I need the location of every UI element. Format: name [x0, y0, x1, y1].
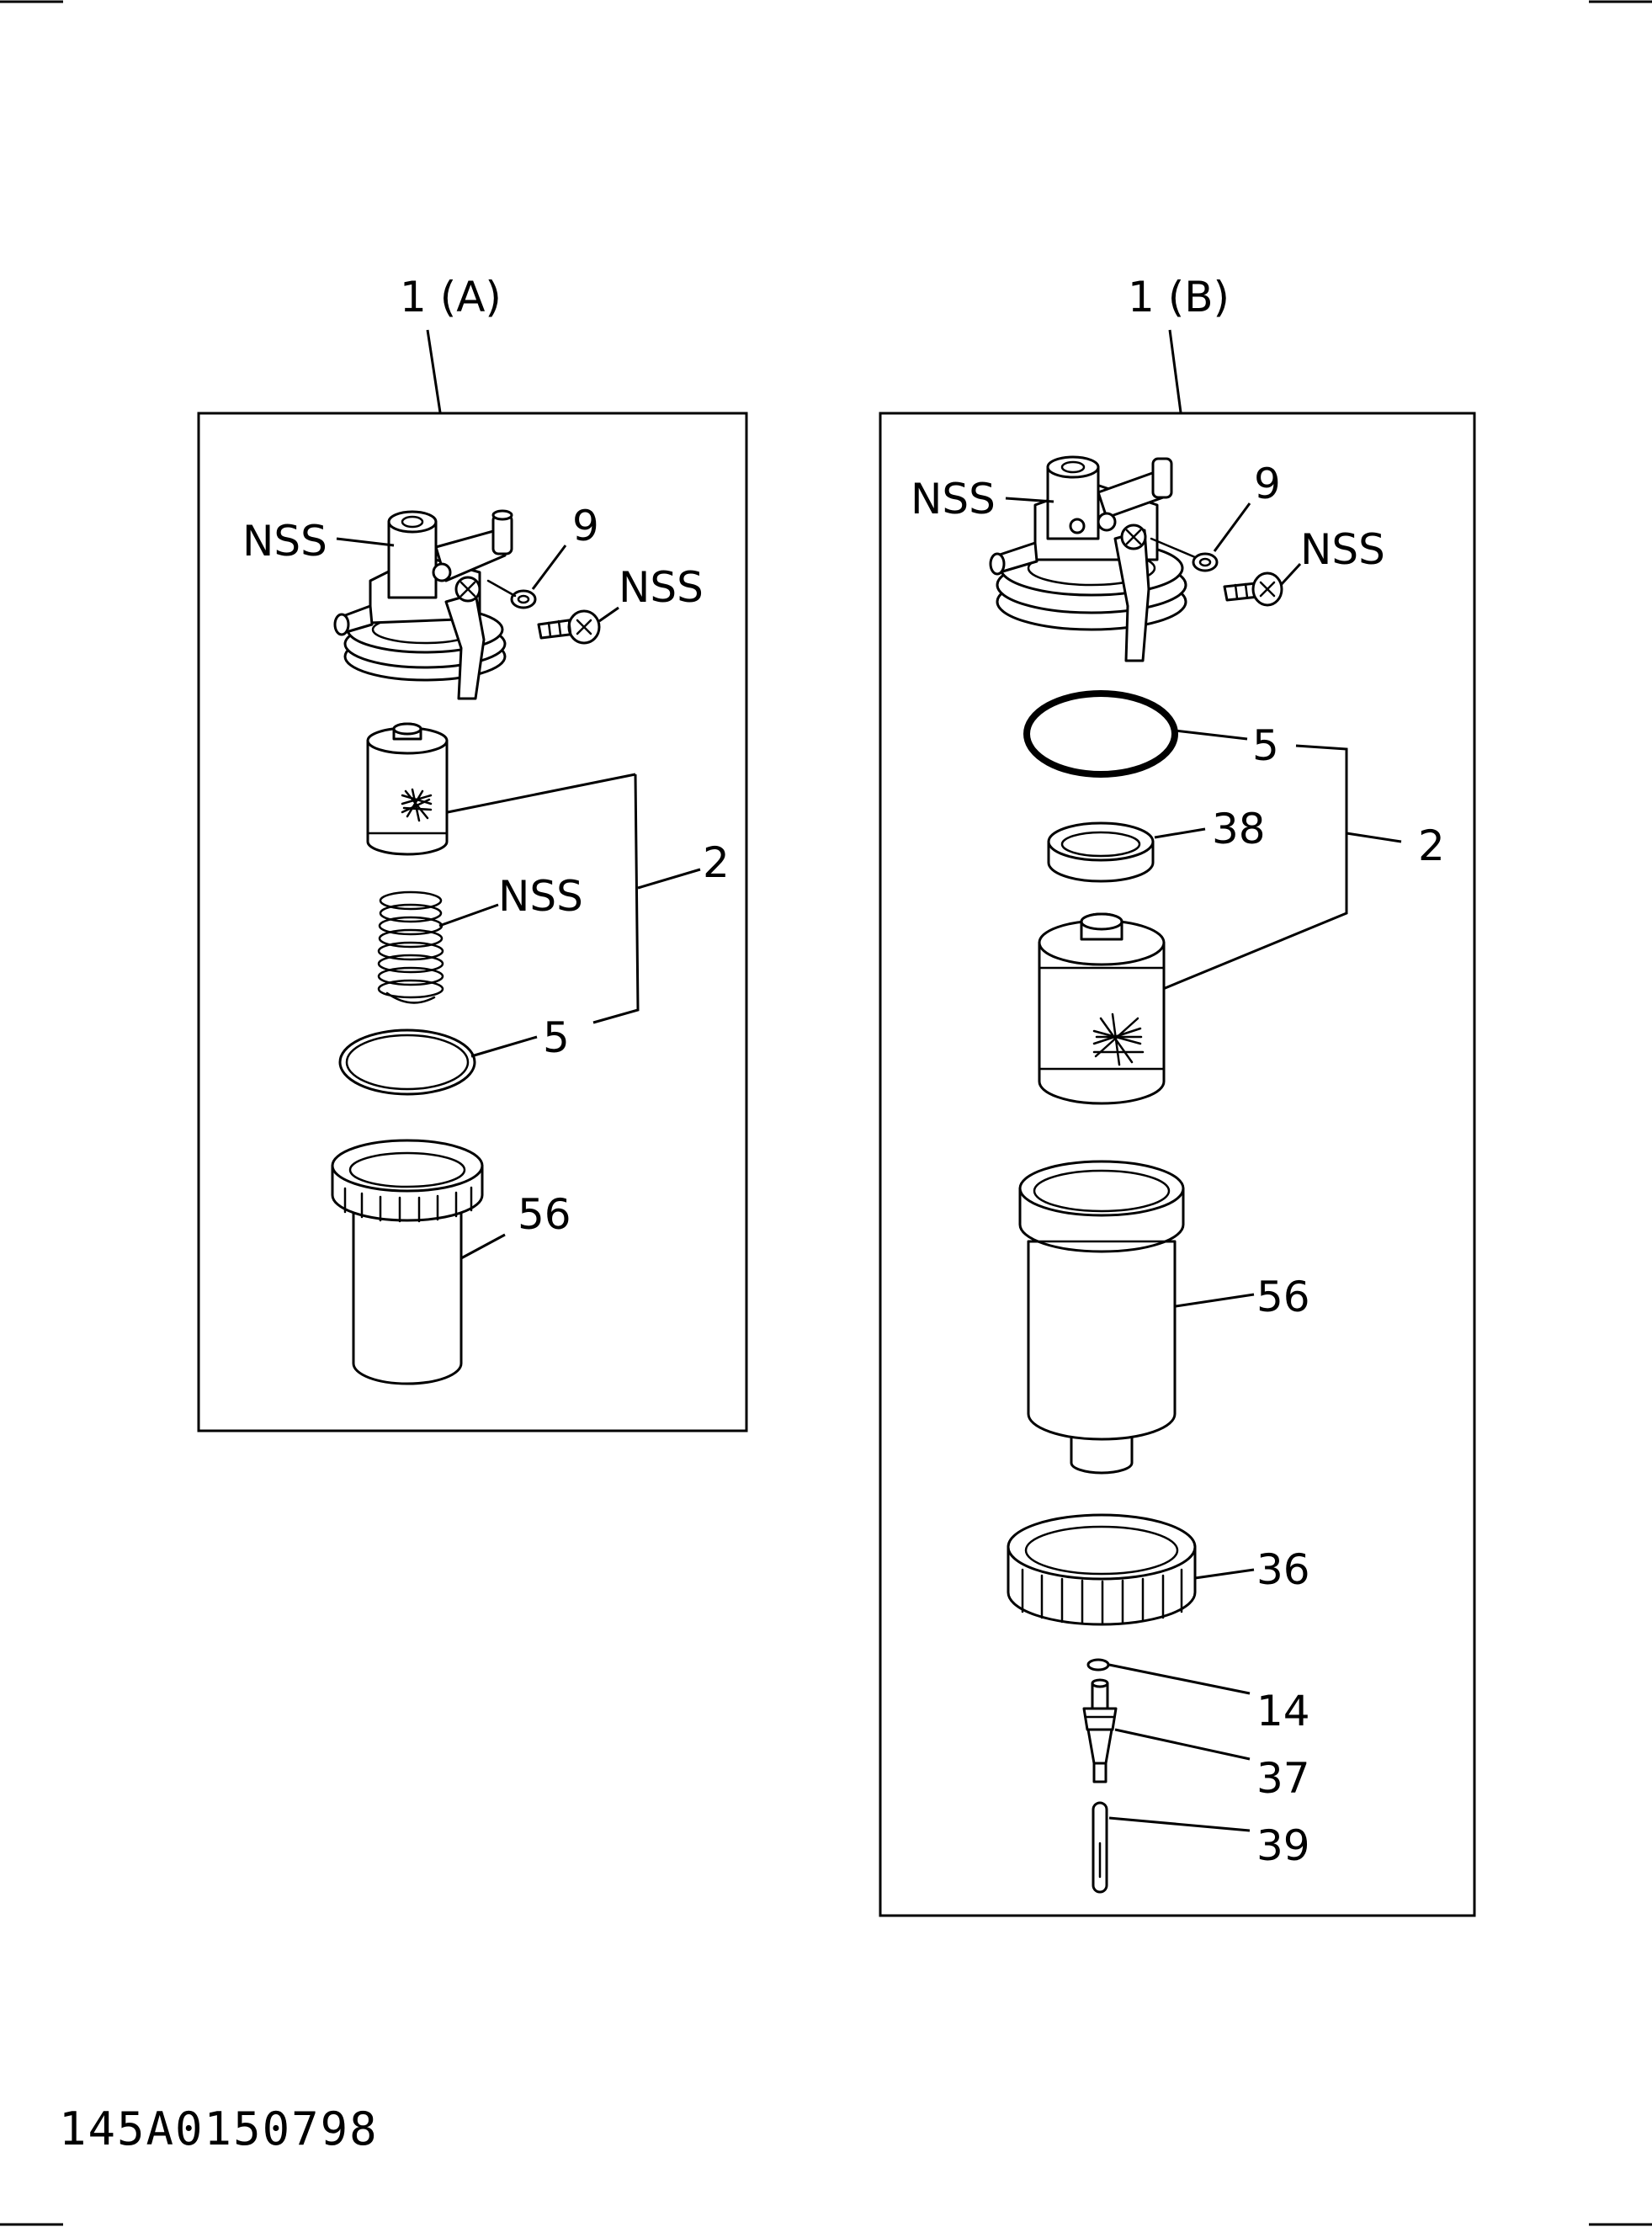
label-a-head-nss: NSS	[242, 517, 327, 566]
oring-b	[1023, 690, 1178, 778]
label-a-bowl: 56	[518, 1190, 571, 1239]
filter-head-a	[333, 509, 513, 700]
ring-b	[1047, 821, 1155, 883]
label-a-oring: 5	[543, 1013, 570, 1062]
washer-b	[1192, 552, 1219, 572]
washer-a	[510, 589, 537, 609]
label-b-screw-nss: NSS	[1300, 525, 1385, 574]
panel-a-frame	[197, 412, 748, 1432]
filter-element-b	[1038, 912, 1166, 1105]
label-b-head-nss: NSS	[911, 475, 996, 524]
pin-b	[1092, 1801, 1108, 1894]
screw-b	[1223, 571, 1283, 607]
label-a-kit: 2	[703, 838, 730, 887]
panel-b-title: 1 (B)	[1128, 273, 1230, 322]
label-b-kit: 2	[1418, 821, 1445, 870]
label-a-spring-nss: NSS	[498, 872, 583, 921]
oring-a	[338, 1028, 476, 1096]
label-b-ring: 38	[1212, 805, 1266, 853]
bowl-a	[331, 1139, 484, 1385]
bowl-b	[1018, 1160, 1185, 1475]
drawing-code: 145A0150798	[59, 2102, 379, 2155]
filter-element-a	[366, 722, 449, 856]
panel-a-title: 1 (A)	[400, 273, 502, 322]
panel-b-frame	[879, 412, 1476, 1917]
label-b-bowl: 56	[1256, 1273, 1310, 1321]
screw-a	[537, 609, 601, 645]
drain-plug-b	[1082, 1678, 1118, 1783]
filter-head-b	[989, 455, 1187, 662]
label-b-drain-plug: 37	[1256, 1754, 1310, 1803]
label-b-seal: 14	[1256, 1687, 1310, 1735]
seal-b	[1086, 1658, 1110, 1672]
nut-b	[1007, 1513, 1197, 1626]
label-a-screw-nss: NSS	[619, 563, 704, 612]
label-b-pin: 39	[1256, 1821, 1310, 1870]
panel-a: 1 (A) NSS 9	[197, 273, 748, 1432]
panel-b: 1 (B) NSS 9	[879, 273, 1476, 1917]
label-b-nut: 36	[1256, 1545, 1310, 1594]
spring-a	[377, 890, 444, 1004]
label-b-oring: 5	[1252, 721, 1279, 770]
label-b-washer: 9	[1254, 460, 1281, 508]
label-a-washer: 9	[572, 502, 599, 550]
